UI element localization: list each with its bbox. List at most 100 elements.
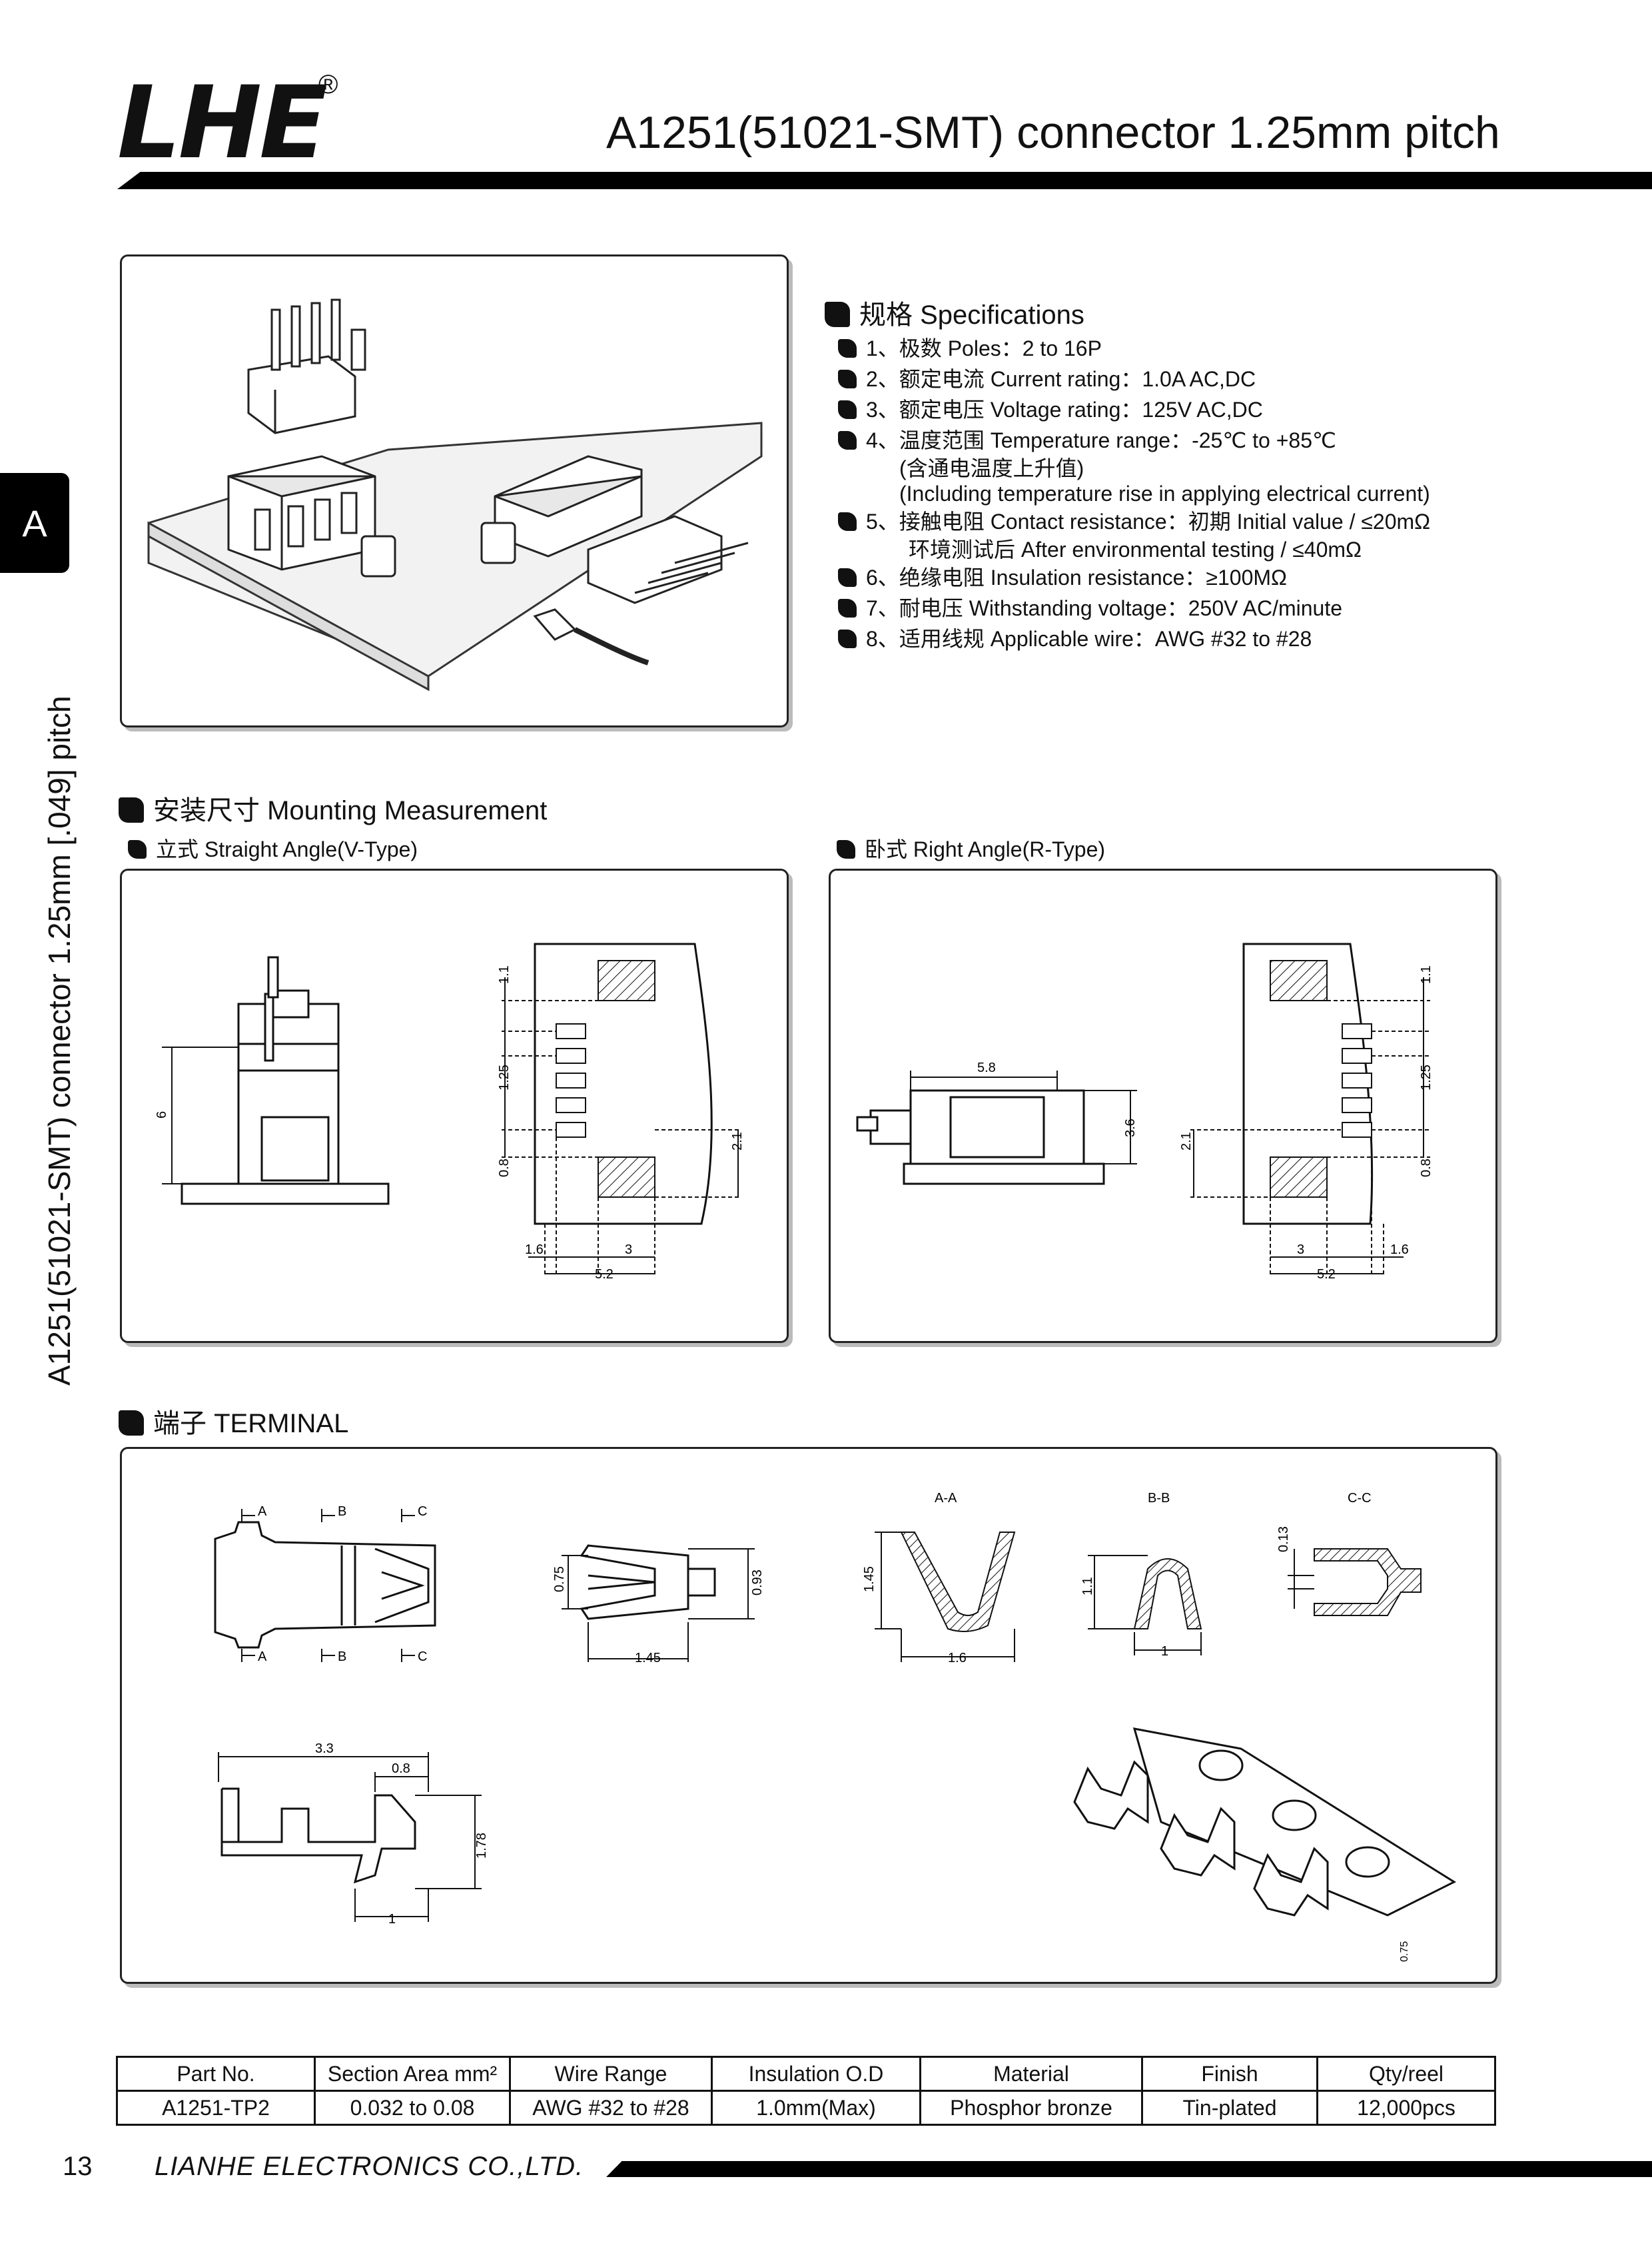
table-cell: 1.0mm(Max): [711, 2090, 921, 2126]
bullet-icon: [119, 797, 144, 823]
bullet-icon: [838, 339, 857, 358]
spec-note: (含通电温度上升值): [899, 456, 1084, 480]
section-mark: C: [418, 1649, 427, 1664]
table-header: Section Area mm²: [314, 2056, 511, 2092]
table-header: Wire Range: [509, 2056, 713, 2092]
dim-label: 1.6: [1390, 1242, 1409, 1257]
bullet-icon: [838, 431, 857, 450]
mounting-heading: 安装尺寸 Mounting Measurement: [119, 789, 547, 827]
product-illustration: [147, 298, 763, 691]
spec-item: 5、接触电阻 Contact resistance：初期 Initial val…: [838, 506, 1430, 562]
page-number: 13: [63, 2152, 93, 2181]
dim-label: 5.2: [595, 1267, 614, 1282]
straight-angle-panel: 6 1.1 1.25 0.8 2.1 1.6 3 5.2: [120, 869, 789, 1343]
bullet-icon: [825, 302, 850, 327]
vertical-title: A1251(51021-SMT) connector 1.25mm [.049]…: [42, 695, 77, 1386]
table-cell: 0.032 to 0.08: [314, 2090, 511, 2126]
dim-label: 1.25: [1419, 1065, 1434, 1091]
dim-label: 5.8: [977, 1061, 996, 1075]
registered-mark: ®: [318, 70, 338, 99]
dim-label: 1.1: [1080, 1577, 1095, 1595]
table-header: Finish: [1141, 2056, 1318, 2092]
spec-item: 8、适用线规 Applicable wire：AWG #32 to #28: [838, 624, 1430, 654]
company-logo: LHE: [117, 65, 328, 181]
spec-item: 1、极数 Poles：2 to 16P: [838, 333, 1430, 364]
dim-label: 2.1: [730, 1132, 745, 1150]
dim-label: 0.13: [1276, 1526, 1291, 1552]
dim-label: 0.8: [392, 1761, 410, 1776]
parts-table: Part No. Section Area mm² Wire Range Ins…: [116, 2056, 1496, 2126]
bullet-icon: [119, 1410, 144, 1436]
table-cell: AWG #32 to #28: [509, 2090, 713, 2126]
spec-item: 2、额定电流 Current rating：1.0A AC,DC: [838, 364, 1430, 394]
table-cell: A1251-TP2: [116, 2090, 316, 2126]
table-header: Material: [919, 2056, 1143, 2092]
spec-note: (Including temperature rise in applying …: [899, 482, 1430, 506]
table-cell: 12,000pcs: [1316, 2090, 1496, 2126]
dim-label: 3.6: [1123, 1119, 1138, 1137]
dim-label: 0.75: [1399, 1941, 1410, 1962]
table-row: A1251-TP2 0.032 to 0.08 AWG #32 to #28 1…: [116, 2090, 1496, 2126]
table-header-row: Part No. Section Area mm² Wire Range Ins…: [116, 2056, 1496, 2092]
section-mark: B: [338, 1649, 346, 1664]
right-angle-label: 卧式 Right Angle(R-Type): [837, 833, 1105, 863]
dim-label: 1.45: [862, 1566, 877, 1592]
bullet-icon: [838, 512, 857, 531]
dim-label: 1.6: [948, 1651, 967, 1665]
table-header: Part No.: [116, 2056, 316, 2092]
spec-note: 环境测试后 After environmental testing / ≤40m…: [909, 538, 1362, 562]
section-mark: B: [338, 1504, 346, 1519]
table-header: Insulation O.D: [711, 2056, 921, 2092]
spec-item: 6、绝缘电阻 Insulation resistance：≥100MΩ: [838, 562, 1430, 593]
section-title: C-C: [1348, 1491, 1372, 1506]
section-tab: A: [0, 473, 69, 573]
spec-item: 3、额定电压 Voltage rating：125V AC,DC: [838, 394, 1430, 425]
bullet-icon: [838, 400, 857, 419]
specifications-list: 1、极数 Poles：2 to 16P 2、额定电流 Current ratin…: [838, 333, 1430, 654]
company-name: LIANHE ELECTRONICS CO.,LTD.: [155, 2152, 584, 2181]
spec-item: 4、温度范围 Temperature range：-25℃ to +85℃ (含…: [838, 425, 1430, 506]
dim-label: 0.8: [1419, 1158, 1434, 1177]
terminal-heading: 端子 TERMINAL: [119, 1402, 348, 1440]
specifications-heading: 规格 Specifications: [825, 293, 1084, 332]
page-title: A1251(51021-SMT) connector 1.25mm pitch: [606, 107, 1500, 158]
footer-rule: [606, 2161, 1652, 2177]
product-image-panel: [120, 254, 789, 727]
section-mark: A: [258, 1504, 267, 1519]
dim-label: 6: [155, 1111, 169, 1119]
dim-label: 3: [1297, 1242, 1304, 1257]
dim-label: 1.1: [497, 965, 512, 984]
bullet-icon: [838, 599, 857, 618]
bullet-icon: [838, 370, 857, 388]
section-title: B-B: [1148, 1491, 1170, 1506]
dim-label: 1: [388, 1912, 396, 1927]
dim-label: 5.2: [1317, 1267, 1336, 1282]
spec-item: 7、耐电压 Withstanding voltage：250V AC/minut…: [838, 593, 1430, 624]
section-mark: A: [258, 1649, 267, 1664]
dim-label: 1.1: [1419, 965, 1434, 984]
table-cell: Phosphor bronze: [919, 2090, 1143, 2126]
bullet-icon: [838, 630, 857, 648]
bullet-icon: [838, 568, 857, 587]
right-angle-panel: 5.8 3.6 1.1 1.25 0.8 2.1 1.6 3 5.2: [829, 869, 1497, 1343]
straight-angle-label: 立式 Straight Angle(V-Type): [128, 833, 418, 863]
bullet-icon: [837, 840, 855, 859]
dim-label: 3: [625, 1242, 632, 1257]
header-rule: [117, 172, 1652, 189]
dim-label: 3.3: [315, 1741, 334, 1756]
right-angle-drawing: 5.8 3.6 1.1 1.25 0.8 2.1 1.6 3 5.2: [856, 943, 1434, 1282]
table-header: Qty/reel: [1316, 2056, 1496, 2092]
dim-label: 1: [1161, 1644, 1168, 1659]
dim-label: 0.93: [750, 1570, 765, 1595]
dim-label: 1.78: [474, 1833, 489, 1859]
dim-label: 0.75: [552, 1566, 567, 1592]
section-title: A-A: [935, 1491, 957, 1506]
bullet-icon: [128, 840, 147, 859]
section-tab-letter: A: [22, 502, 47, 544]
straight-angle-drawing: 6 1.1 1.25 0.8 2.1 1.6 3 5.2: [155, 943, 745, 1282]
table-cell: Tin-plated: [1141, 2090, 1318, 2126]
dim-label: 0.8: [497, 1158, 512, 1177]
dim-label: 2.1: [1179, 1132, 1194, 1150]
dim-label: 1.25: [497, 1065, 512, 1091]
dim-label: 1.45: [635, 1651, 661, 1665]
